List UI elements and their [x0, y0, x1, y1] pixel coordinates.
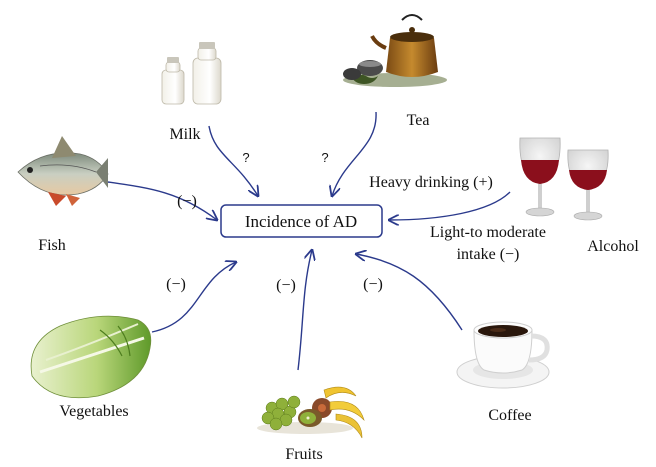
coffee-effect: (−): [363, 276, 383, 293]
alcohol-label: Alcohol: [587, 238, 639, 255]
fruits-icon: [257, 386, 365, 439]
arrow-milk: [208, 125, 258, 196]
arrow-coffee: [356, 254, 463, 331]
milk-icon: [161, 42, 222, 105]
arrow-fish: [107, 181, 217, 220]
tea-effect: ?: [321, 150, 328, 165]
fruits-label: Fruits: [285, 446, 322, 463]
wine-icon: [519, 137, 609, 221]
tea-label: Tea: [407, 112, 430, 129]
coffee-label: Coffee: [488, 407, 531, 424]
milk-effect: ?: [242, 150, 249, 165]
milk-label: Milk: [169, 126, 200, 143]
light-moderate-label-line2: intake (−): [457, 246, 520, 263]
arrow-tea: [332, 111, 377, 196]
vegetables-effect: (−): [166, 276, 186, 293]
arrow-fruits: [297, 250, 312, 371]
fish-icon: [17, 136, 109, 206]
arrows: [107, 111, 511, 371]
heavy-drinking-label: Heavy drinking (+): [369, 174, 493, 191]
center-label: Incidence of AD: [245, 212, 357, 231]
vegetables-label: Vegetables: [59, 403, 128, 420]
fruits-effect: (−): [276, 277, 296, 294]
arrow-alcohol: [389, 191, 511, 220]
coffee-icon: [456, 321, 550, 389]
fish-label: Fish: [38, 237, 66, 254]
arrow-vegetables: [151, 262, 236, 333]
tea-icon: [343, 14, 447, 87]
light-moderate-label-line1: Light-to moderate: [430, 224, 546, 241]
center-box: [220, 204, 383, 238]
center-node: Incidence of AD: [220, 204, 383, 238]
fish-effect: (−): [177, 193, 197, 210]
cabbage-icon: [30, 315, 152, 399]
